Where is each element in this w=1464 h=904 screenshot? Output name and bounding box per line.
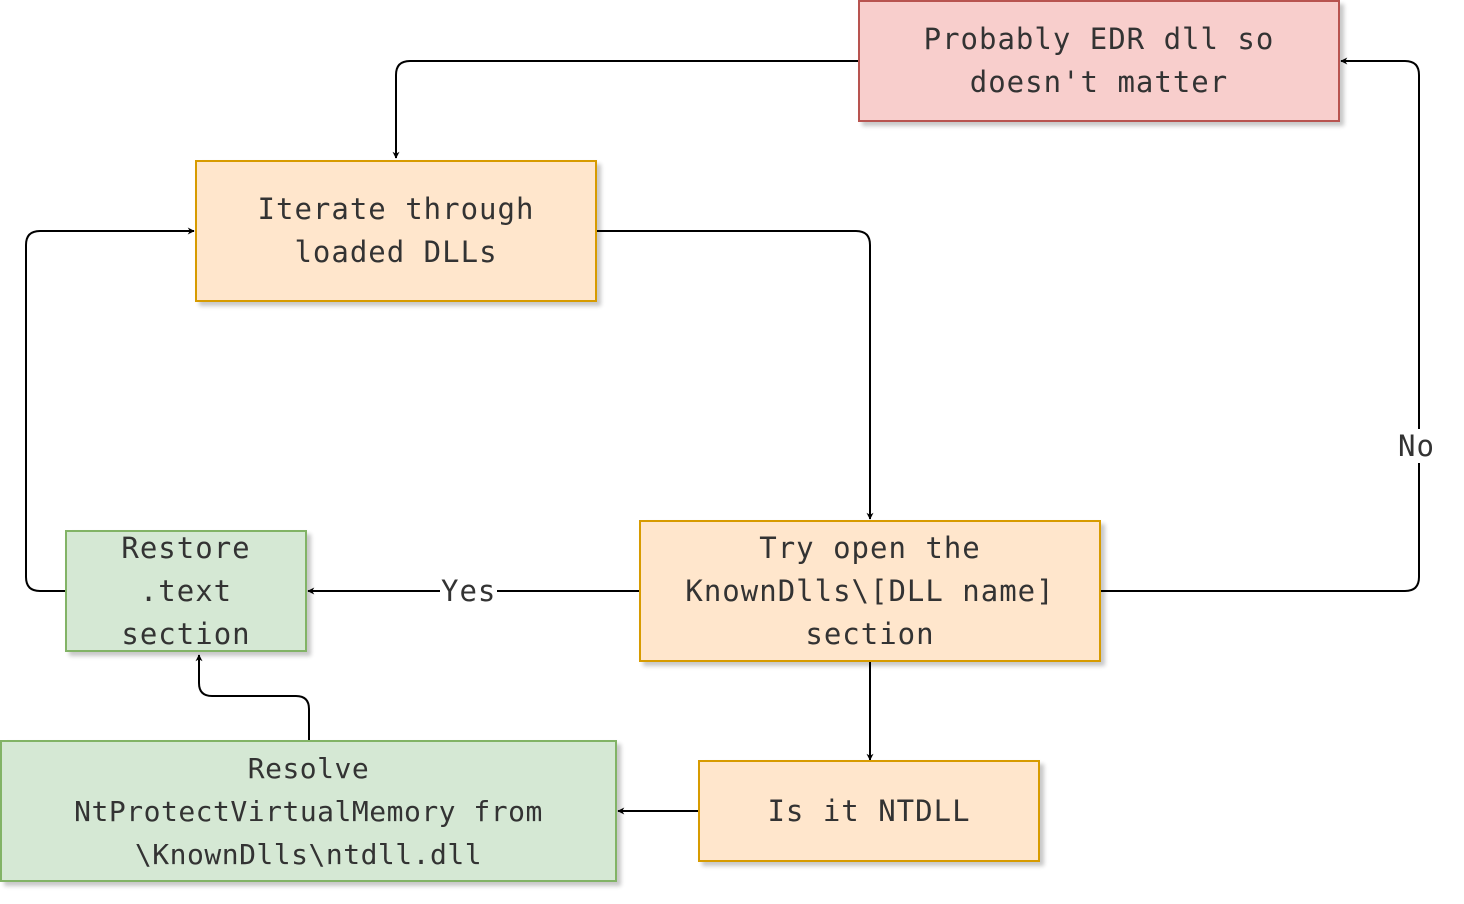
edge-try-open-to-edr	[1100, 57, 1420, 592]
edge-iterate-to-try-open	[597, 230, 874, 520]
edge-label-yes: Yes	[440, 574, 498, 608]
node-try-open-knowndlls-section[interactable]: Try open the KnownDlls\[DLL name] sectio…	[639, 520, 1101, 662]
node-is-it-ntdll[interactable]: Is it NTDLL	[698, 760, 1040, 862]
edge-edr-to-iterate	[392, 60, 858, 159]
edge-label-no: No	[1397, 429, 1436, 463]
node-restore-text-section[interactable]: Restore .text section	[65, 530, 307, 652]
node-resolve-ntprotectvirtualmemory[interactable]: Resolve NtProtectVirtualMemory from \Kno…	[0, 740, 617, 882]
node-iterate-loaded-dlls[interactable]: Iterate through loaded DLLs	[195, 160, 597, 302]
edge-restore-to-iterate	[25, 227, 195, 592]
edge-resolve-to-restore	[195, 654, 310, 740]
node-probably-edr-dll[interactable]: Probably EDR dll so doesn't matter	[858, 0, 1340, 122]
